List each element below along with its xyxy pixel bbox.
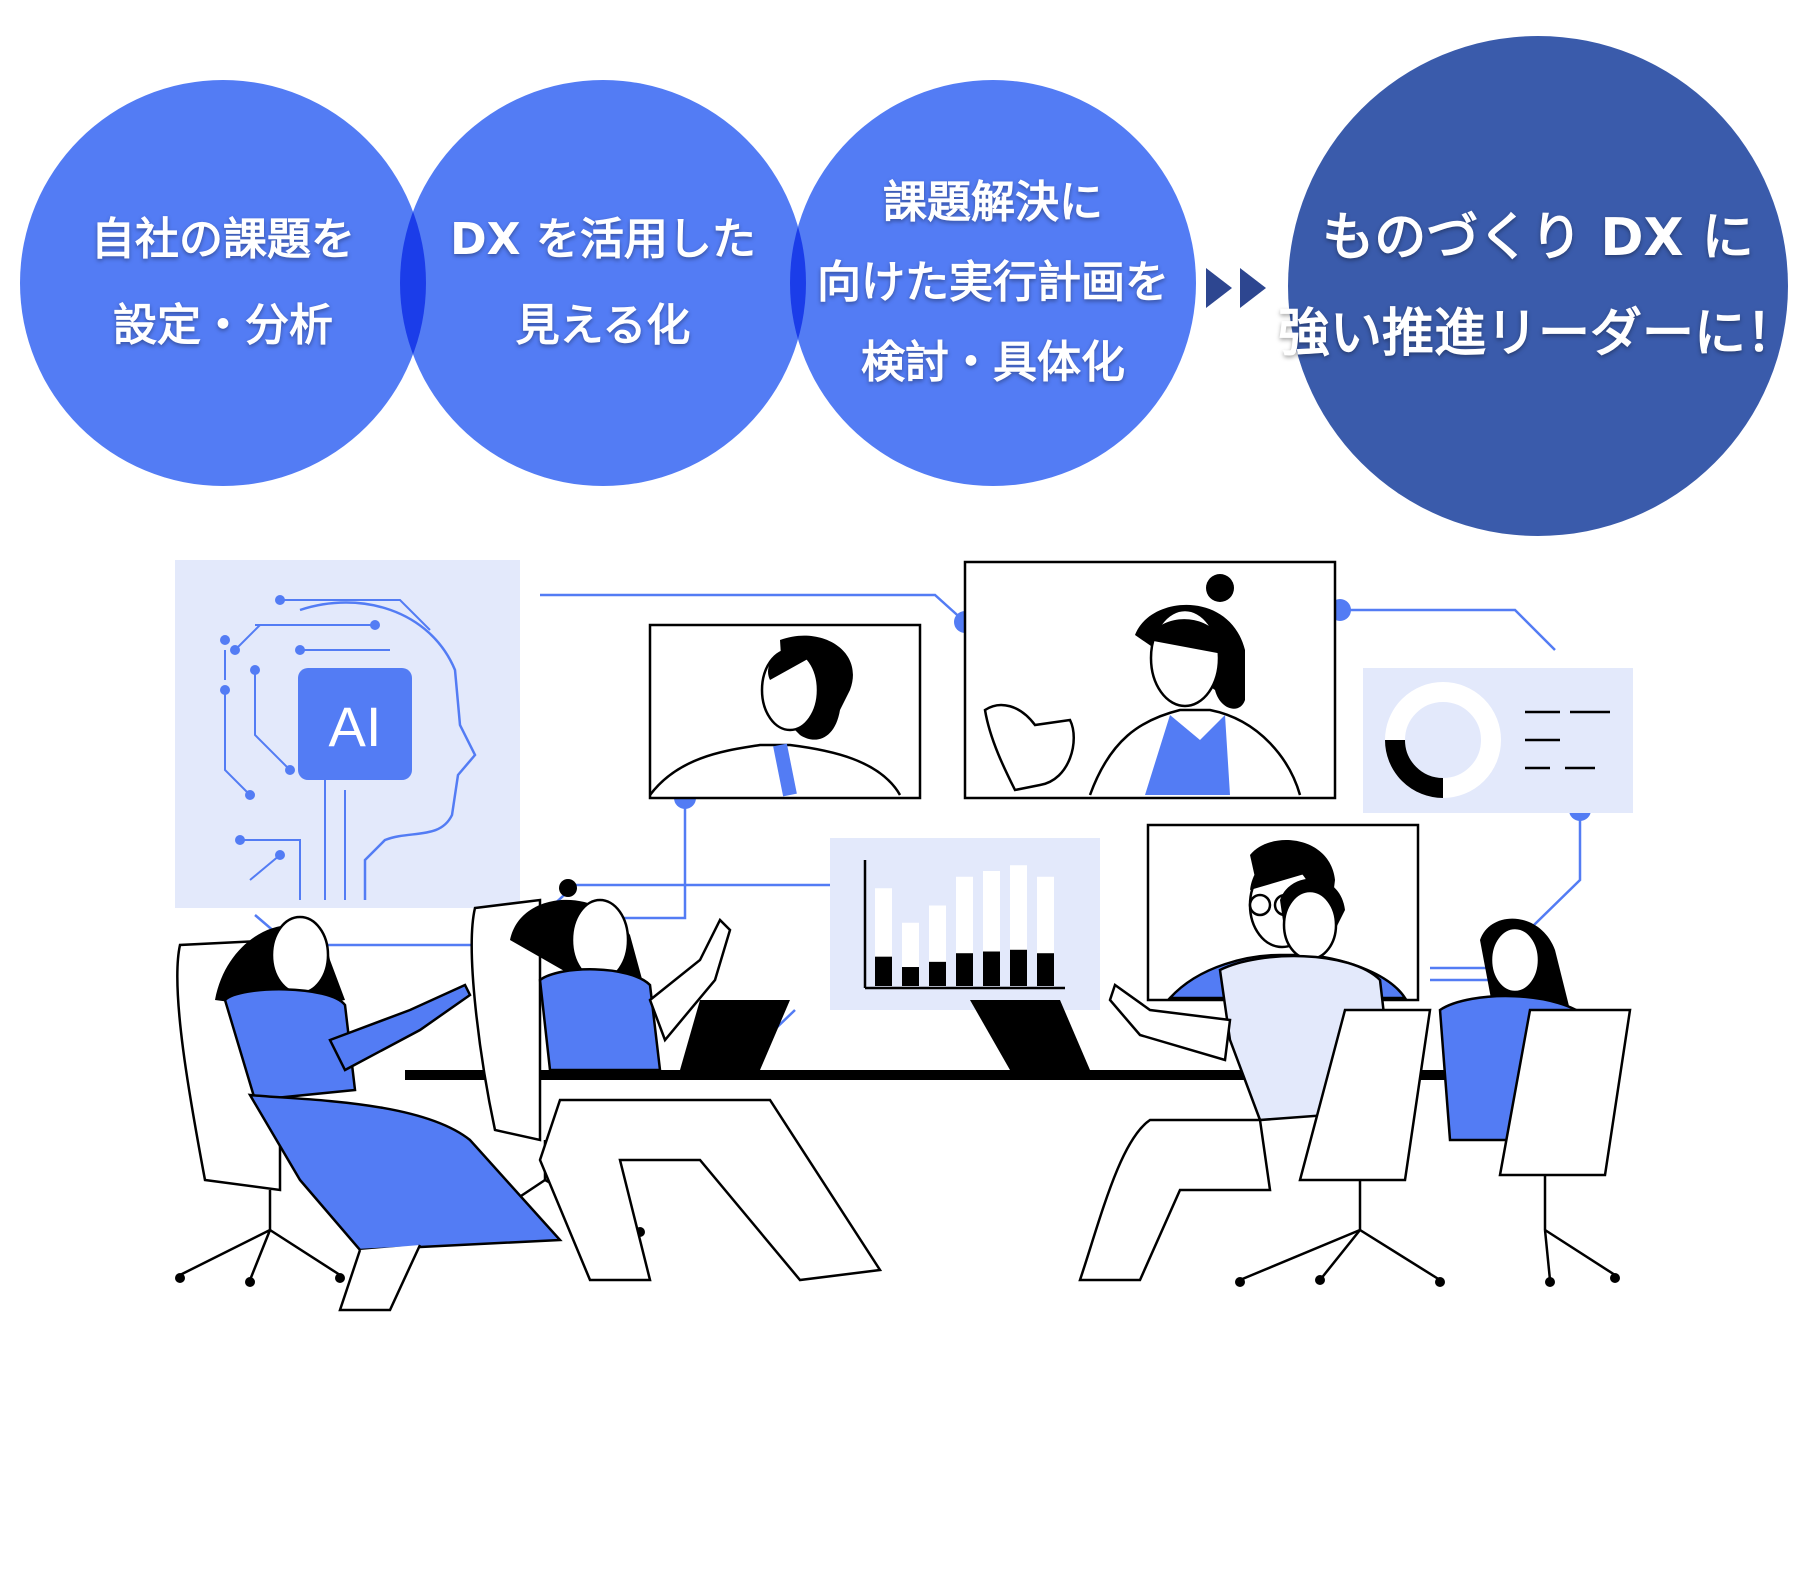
person-woman-left xyxy=(215,915,563,1312)
laptop-right xyxy=(970,1000,1090,1070)
step-1-line-2: 設定・分析 xyxy=(113,300,333,351)
bar-6-fill xyxy=(1010,949,1027,986)
bar-5-fill xyxy=(983,951,1000,986)
meeting-table xyxy=(405,1070,1485,1080)
step-3-line-3: 検討・具体化 xyxy=(861,337,1125,388)
circuit-lines xyxy=(224,599,431,900)
head-outline xyxy=(299,601,477,900)
ai-chip xyxy=(298,668,412,780)
person-man-right xyxy=(1078,878,1397,1282)
bar-4-fill xyxy=(956,953,973,986)
step-circle-3: 課題解決に 向けた実行計画を 検討・具体化 xyxy=(790,80,1196,486)
bar-2-fill xyxy=(902,967,919,986)
step-circle-1: 自社の課題を 設定・分析 xyxy=(20,80,426,486)
donut-card xyxy=(1363,668,1633,813)
goal-line-2: 強い推進リーダーに！ xyxy=(1278,304,1799,364)
bar-chart-card xyxy=(830,838,1100,1010)
step-circle-2: DX を活用した 見える化 xyxy=(400,80,806,486)
person-woman-center xyxy=(510,879,883,1282)
ai-panel: AI xyxy=(175,560,520,908)
meeting-illustration: AI xyxy=(175,560,1633,1312)
bar-group xyxy=(875,865,1054,986)
video-frame-woman xyxy=(963,560,1337,800)
bar-3-fill xyxy=(929,961,946,986)
goal-line-1: ものづくり DX に xyxy=(1322,208,1754,268)
step-3-line-2: 向けた実行計画を xyxy=(817,257,1169,308)
step-3-line-1: 課題解決に xyxy=(883,177,1103,228)
step-1-line-1: 自社の課題を xyxy=(91,214,355,265)
goal-circle: ものづくり DX に 強い推進リーダーに！ xyxy=(1278,36,1798,536)
step-2-line-2: 見える化 xyxy=(515,300,691,351)
double-arrow-icon xyxy=(1206,268,1266,308)
step-2-line-1: DX を活用した xyxy=(450,214,756,265)
circuit-dots xyxy=(220,595,380,860)
chairs-right xyxy=(1239,1008,1632,1282)
ai-label: AI xyxy=(329,695,382,758)
video-frame-man xyxy=(648,623,922,800)
bar-7-fill xyxy=(1037,953,1054,986)
bar-1-fill xyxy=(875,956,892,986)
laptop-left xyxy=(680,1000,790,1070)
